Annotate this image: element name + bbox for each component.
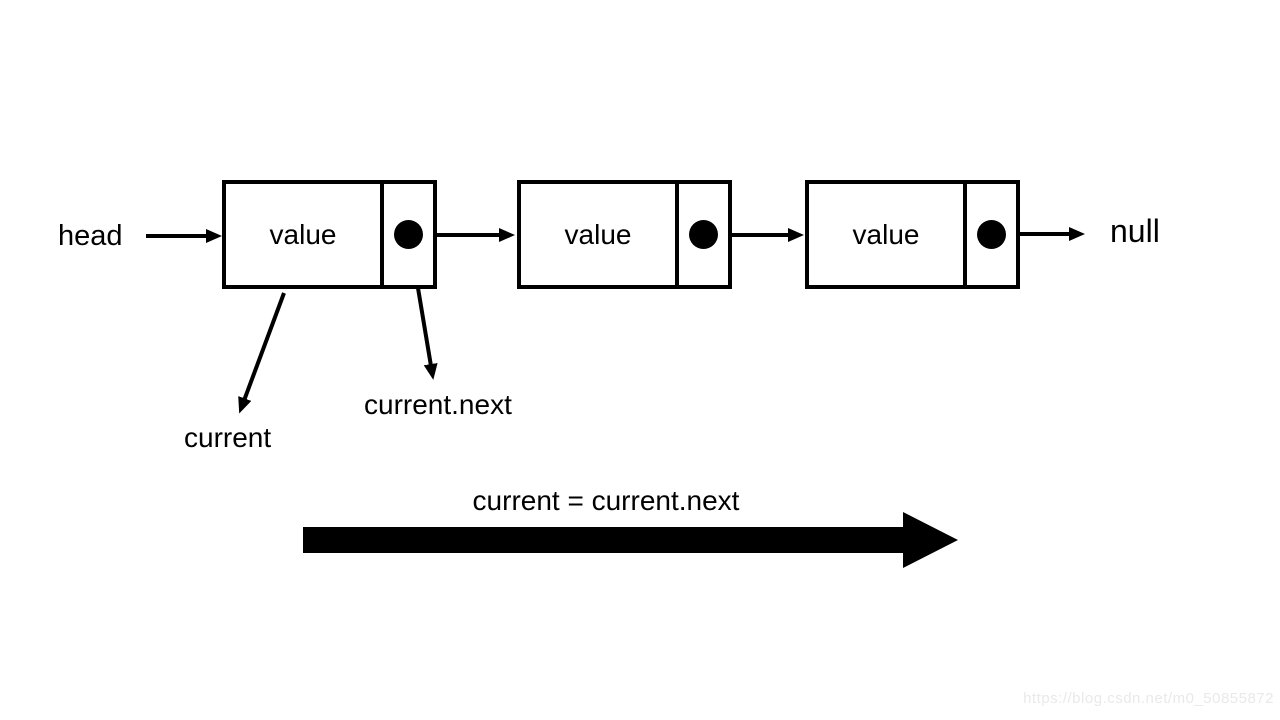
value-cell: value bbox=[564, 218, 632, 250]
current-next-label: current.next bbox=[364, 389, 512, 420]
traversal-arrow bbox=[303, 512, 958, 568]
pointer-dot bbox=[977, 220, 1006, 249]
current-label: current bbox=[184, 422, 272, 453]
current-arrow bbox=[238, 292, 286, 414]
head-label: head bbox=[58, 220, 123, 252]
linked-list-node-2: value bbox=[517, 180, 732, 289]
watermark: https://blog.csdn.net/m0_50855872 bbox=[1023, 690, 1274, 707]
linked-list-node-1: value bbox=[222, 180, 437, 289]
pointer-dot bbox=[394, 220, 423, 249]
pointer-cell bbox=[675, 184, 728, 285]
pointer-cell bbox=[963, 184, 1016, 285]
pointer-cell bbox=[380, 184, 433, 285]
null-label: null bbox=[1110, 213, 1160, 249]
value-cell: value bbox=[852, 218, 920, 250]
value-cell: value bbox=[269, 218, 337, 250]
assignment-label: current = current.next bbox=[472, 485, 740, 516]
linked-list-node-3: value bbox=[805, 180, 1020, 289]
pointer-dot bbox=[689, 220, 718, 249]
